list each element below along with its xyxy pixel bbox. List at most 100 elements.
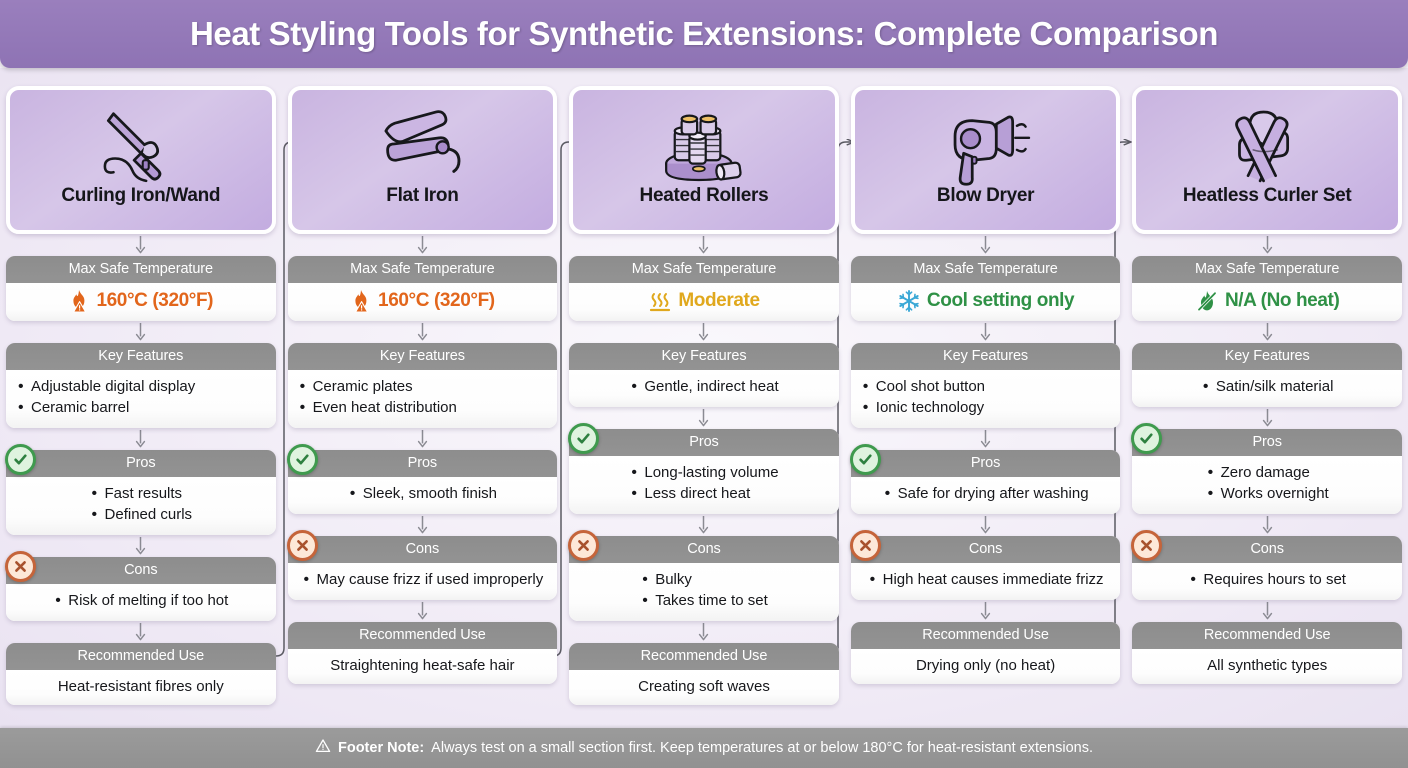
- tool-card-curling-iron-wand[interactable]: Curling Iron/Wand: [6, 86, 276, 234]
- list-item: Ceramic plates: [298, 376, 548, 397]
- tool-column-blow-dryer: Blow Dryer Max Safe Temperature Cool set…: [845, 86, 1127, 705]
- tool-column-curling-iron-wand: Curling Iron/Wand Max Safe Temperature 1…: [0, 86, 282, 706]
- list-item: High heat causes immediate frizz: [868, 569, 1104, 590]
- section-temperature-body: 160°C (320°F): [6, 283, 276, 321]
- tool-card-flat-iron[interactable]: Flat Iron: [287, 86, 558, 234]
- section-features[interactable]: Key Features Ceramic platesEven heat dis…: [287, 343, 558, 428]
- arrow-down-icon: [569, 234, 839, 256]
- section-recommended-body: Creating soft waves: [569, 669, 839, 706]
- list-item: Requires hours to set: [1188, 569, 1346, 590]
- check-circle-icon: [1131, 422, 1163, 454]
- arrow-down-icon: [569, 621, 839, 643]
- section-recommended[interactable]: Recommended Use Straightening heat-safe …: [287, 621, 558, 685]
- list-item: Ionic technology: [861, 397, 1111, 418]
- arrow-down-icon: [6, 428, 276, 450]
- section-cons-body: BulkyTakes time to set: [569, 562, 839, 621]
- section-features-body: Adjustable digital displayCeramic barrel: [6, 370, 276, 428]
- arrow-down-icon: [6, 234, 276, 256]
- section-temperature[interactable]: Max Safe Temperature 160°C (320°F): [6, 256, 276, 321]
- curling-iron-icon: [89, 100, 193, 186]
- pros-list: Long-lasting volumeLess direct heat: [629, 462, 778, 505]
- section-pros[interactable]: Pros Fast resultsDefined curls: [5, 443, 276, 535]
- tool-card-blow-dryer[interactable]: Blow Dryer: [850, 86, 1121, 234]
- section-cons-label: Cons: [1132, 535, 1402, 563]
- section-pros[interactable]: Pros Long-lasting volumeLess direct heat: [568, 422, 839, 514]
- section-recommended[interactable]: Recommended Use Heat-resistant fibres on…: [6, 642, 276, 706]
- section-temperature-body: Cool setting only: [850, 283, 1121, 321]
- section-cons[interactable]: Cons Requires hours to set: [1131, 529, 1402, 600]
- recommended-value: Drying only (no heat): [915, 656, 1056, 674]
- list-item: Even heat distribution: [298, 397, 548, 418]
- section-recommended[interactable]: Recommended Use All synthetic types: [1132, 621, 1402, 685]
- fire-warning-icon: [350, 289, 372, 313]
- cons-list: May cause frizz if used improperly: [302, 569, 544, 591]
- section-pros[interactable]: Pros Sleek, smooth finish: [286, 443, 558, 514]
- pros-list: Zero damageWorks overnight: [1206, 462, 1329, 505]
- section-cons-label: Cons: [569, 535, 839, 563]
- no-fire-icon: [1195, 289, 1219, 313]
- section-recommended[interactable]: Recommended Use Creating soft waves: [569, 642, 839, 706]
- heatless-curler-icon: [1215, 100, 1319, 186]
- list-item: Zero damage: [1206, 462, 1329, 483]
- arrow-down-icon: [288, 234, 558, 256]
- section-recommended[interactable]: Recommended Use Drying only (no heat): [850, 621, 1121, 685]
- section-cons[interactable]: Cons May cause frizz if used improperly: [286, 529, 558, 600]
- temperature-value-row: 160°C (320°F): [6, 283, 276, 321]
- section-cons[interactable]: Cons Risk of melting if too hot: [5, 550, 276, 621]
- arrow-down-icon: [1132, 600, 1402, 622]
- section-cons-label: Cons: [287, 535, 558, 563]
- temperature-value-row: 160°C (320°F): [288, 283, 558, 321]
- section-features-label: Key Features: [287, 343, 558, 370]
- section-features[interactable]: Key Features Adjustable digital displayC…: [6, 343, 276, 428]
- section-pros[interactable]: Pros Safe for drying after washing: [849, 443, 1121, 514]
- list-item: Safe for drying after washing: [883, 483, 1089, 504]
- arrow-down-icon: [851, 234, 1121, 256]
- section-pros-label: Pros: [287, 449, 558, 477]
- x-circle-icon: [5, 550, 36, 582]
- section-temperature[interactable]: Max Safe Temperature 160°C (320°F): [287, 256, 558, 321]
- recommended-value: All synthetic types: [1207, 656, 1328, 674]
- tool-column-heated-rollers: Heated Rollers Max Safe Temperature Mode…: [563, 86, 845, 706]
- x-circle-icon: [568, 529, 600, 561]
- heat-waves-icon: [648, 289, 672, 313]
- recommended-value: Creating soft waves: [638, 677, 770, 695]
- pros-list: Sleek, smooth finish: [348, 483, 497, 505]
- arrow-down-icon: [288, 514, 558, 536]
- arrow-down-icon: [288, 321, 558, 343]
- section-features[interactable]: Key Features Satin/silk material: [1132, 343, 1402, 407]
- tool-card-heated-rollers[interactable]: Heated Rollers: [569, 86, 839, 234]
- list-item: Satin/silk material: [1201, 376, 1334, 397]
- footer-note-bar: Footer Note: Always test on a small sect…: [0, 728, 1408, 768]
- section-features[interactable]: Key Features Cool shot buttonIonic techn…: [850, 343, 1121, 428]
- footer-text: Always test on a small section first. Ke…: [431, 740, 1094, 756]
- section-pros-label: Pros: [569, 428, 839, 456]
- section-pros-label: Pros: [850, 449, 1121, 477]
- section-temperature[interactable]: Max Safe Temperature Moderate: [569, 256, 839, 321]
- section-features-body: Cool shot buttonIonic technology: [850, 370, 1121, 428]
- cons-list: BulkyTakes time to set: [640, 569, 768, 612]
- tool-name: Heated Rollers: [639, 185, 769, 206]
- tool-card-heatless-curler-set[interactable]: Heatless Curler Set: [1132, 86, 1402, 234]
- tool-column-heatless-curler-set: Heatless Curler Set Max Safe Temperature…: [1126, 86, 1408, 705]
- section-cons[interactable]: Cons High heat causes immediate frizz: [849, 529, 1121, 600]
- section-features-body: Ceramic platesEven heat distribution: [287, 370, 558, 428]
- section-cons[interactable]: Cons BulkyTakes time to set: [568, 529, 839, 621]
- tool-column-flat-iron: Flat Iron Max Safe Temperature 160°C (32…: [282, 86, 564, 705]
- section-features[interactable]: Key Features Gentle, indirect heat: [569, 343, 839, 407]
- section-temperature-body: 160°C (320°F): [287, 283, 558, 321]
- section-cons-label: Cons: [850, 535, 1121, 563]
- temperature-value: Moderate: [678, 290, 760, 311]
- list-item: Defined curls: [90, 504, 193, 525]
- arrow-down-icon: [851, 428, 1121, 450]
- arrow-down-icon: [851, 600, 1121, 622]
- section-recommended-body: Heat-resistant fibres only: [6, 669, 276, 706]
- section-temperature[interactable]: Max Safe Temperature Cool setting only: [850, 256, 1121, 321]
- section-temperature-label: Max Safe Temperature: [287, 256, 558, 283]
- section-temperature-body: N/A (No heat): [1132, 283, 1402, 321]
- section-recommended-label: Recommended Use: [6, 642, 276, 670]
- section-temperature[interactable]: Max Safe Temperature N/A (No heat): [1132, 256, 1402, 321]
- list-item: Fast results: [90, 483, 193, 504]
- section-features-label: Key Features: [850, 343, 1121, 370]
- arrow-down-icon: [1132, 234, 1402, 256]
- section-pros[interactable]: Pros Zero damageWorks overnight: [1131, 422, 1402, 514]
